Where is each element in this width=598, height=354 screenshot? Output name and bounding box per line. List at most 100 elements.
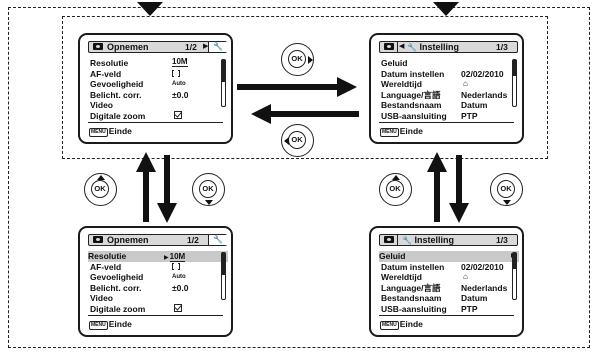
ok-up-button-right[interactable]: OK [379, 173, 412, 206]
camera-icon [384, 43, 394, 50]
chevron-left-icon: ◀ [399, 43, 405, 50]
home-icon: ⌂ [463, 79, 468, 88]
check-icon [174, 303, 182, 312]
wrench-icon: 🔧 [209, 235, 227, 245]
ok-icon: OK [91, 180, 109, 198]
menu-key-icon: MENU [380, 128, 399, 137]
ok-icon: OK [199, 180, 217, 198]
triangle-down-icon [503, 200, 511, 205]
arrow-down-left [157, 155, 177, 223]
outer-dashed-frame [8, 7, 590, 348]
page-indicator: 1/3 [496, 42, 508, 52]
scrollbar[interactable] [221, 59, 226, 107]
menu-row[interactable]: Digitale zoom [90, 303, 228, 315]
page-indicator: 1/3 [496, 235, 508, 245]
menu-row[interactable]: Geluid [381, 58, 408, 68]
triangle-left-icon [284, 137, 289, 145]
camera-icon [93, 236, 103, 243]
scrollbar[interactable] [221, 252, 226, 300]
ok-down-button-left[interactable]: OK [192, 173, 225, 206]
page-indicator: 1/2 [187, 235, 199, 245]
page-indicator: 1/2 [185, 42, 197, 52]
tab-bar: ◀ 🔧 Instelling 1/3 [379, 41, 518, 53]
setting-menu-screen-top: ◀ 🔧 Instelling 1/3 Geluid Datum instelle… [369, 33, 524, 144]
tab-title: Opnemen [107, 42, 149, 52]
tab-bar: 🔧 Instelling 1/3 [379, 234, 518, 246]
triangle-right-icon [308, 56, 313, 64]
tab-bar: Opnemen 1/2 🔧 [88, 234, 227, 246]
triangle-up-icon [97, 175, 105, 180]
wrench-icon: 🔧 [407, 43, 417, 52]
camera-icon [384, 236, 394, 243]
tab-title: Instelling [414, 235, 454, 245]
entry-arrow-right [433, 2, 459, 16]
camera-icon [93, 43, 103, 50]
ok-up-button-left[interactable]: OK [84, 173, 117, 206]
menu-row[interactable]: Digitale zoom [90, 110, 228, 122]
menu-row[interactable]: AF-veld [90, 262, 228, 273]
triangle-up-icon [392, 175, 400, 180]
arrow-up-left [136, 152, 156, 222]
menu-key-icon: MENU [89, 321, 108, 330]
ok-down-button-right[interactable]: OK [490, 173, 523, 206]
tab-title: Instelling [419, 42, 459, 52]
tab-bar: Opnemen 1/2 ▶ 🔧 [88, 41, 227, 53]
af-frame-icon [172, 262, 180, 270]
scrollbar[interactable] [512, 252, 517, 300]
ok-icon: OK [386, 180, 404, 198]
menu-row[interactable]: Belicht. corr.±0.0 [90, 89, 189, 100]
ok-left-button[interactable]: OK [281, 124, 314, 157]
af-frame-icon [172, 69, 180, 77]
arrow-down-right [449, 155, 469, 223]
scrollbar[interactable] [512, 59, 517, 107]
arrow-right [237, 77, 357, 97]
menu-row[interactable]: Wereldtijd⌂ [381, 79, 468, 89]
shooting-menu-screen-bottom: Opnemen 1/2 🔧 Resolutie▶10M AF-veld Gevo… [78, 226, 233, 337]
menu-row[interactable]: Video [90, 100, 113, 110]
chevron-right-icon: ▶ [164, 255, 169, 261]
ok-icon: OK [497, 180, 515, 198]
menu-key-icon: MENU [380, 321, 399, 330]
ok-icon: OK [288, 50, 306, 68]
ok-icon: OK [288, 131, 306, 149]
menu-key-icon: MENU [89, 128, 108, 137]
triangle-down-icon [205, 200, 213, 205]
entry-arrows [137, 2, 459, 16]
menu-row[interactable]: Belicht. corr.±0.0 [90, 282, 189, 293]
menu-row[interactable]: Wereldtijd⌂ [381, 272, 468, 282]
ok-right-button[interactable]: OK [281, 43, 314, 76]
chevron-right-icon: ▶ [203, 43, 209, 50]
menu-row-selected[interactable]: Resolutie▶10M [88, 251, 228, 262]
menu-row[interactable]: Video [90, 293, 113, 303]
wrench-icon: 🔧 [209, 42, 227, 52]
check-icon [174, 110, 182, 119]
arrow-up-right [427, 152, 447, 222]
tab-title: Opnemen [107, 235, 149, 245]
menu-row[interactable]: AF-veld [90, 69, 228, 80]
home-icon: ⌂ [463, 272, 468, 281]
entry-arrow-left [137, 2, 163, 16]
arrow-left [251, 104, 359, 124]
setting-menu-screen-bottom: 🔧 Instelling 1/3 Geluid▶ Datum instellen… [369, 226, 524, 337]
wrench-icon: 🔧 [402, 236, 412, 245]
